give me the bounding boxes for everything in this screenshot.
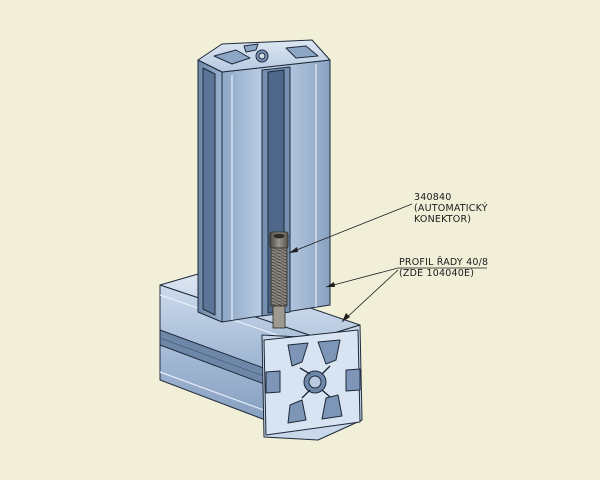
connector-leader-line [288, 203, 413, 254]
connector-callout: 340840 (AUTOMATICKÝ KONEKTOR) [414, 192, 488, 225]
profile-label-line2: (ZDE 104040E) [399, 268, 475, 279]
connector-arrowhead [289, 247, 298, 253]
profile-cross-section [261, 324, 363, 441]
profile-label-line1: PROFIL ŘADY 40/8 [399, 257, 489, 268]
profile-callout: PROFIL ŘADY 40/8 (ZDE 104040E) [399, 257, 488, 279]
automatic-connector [269, 231, 289, 329]
vertical-profile [197, 39, 331, 323]
profile-leader-line-2 [341, 269, 399, 323]
profile-leader-line-1 [325, 267, 399, 288]
connector-label-line3: KONEKTOR) [414, 214, 472, 225]
connector-part-number: 340840 [414, 192, 452, 203]
connector-label-line2: (AUTOMATICKÝ [414, 203, 488, 214]
leader-lines [288, 203, 487, 323]
profile-arrowhead-2 [342, 313, 350, 322]
profile-arrowhead-1 [326, 282, 335, 287]
leader-arrows [289, 247, 350, 322]
